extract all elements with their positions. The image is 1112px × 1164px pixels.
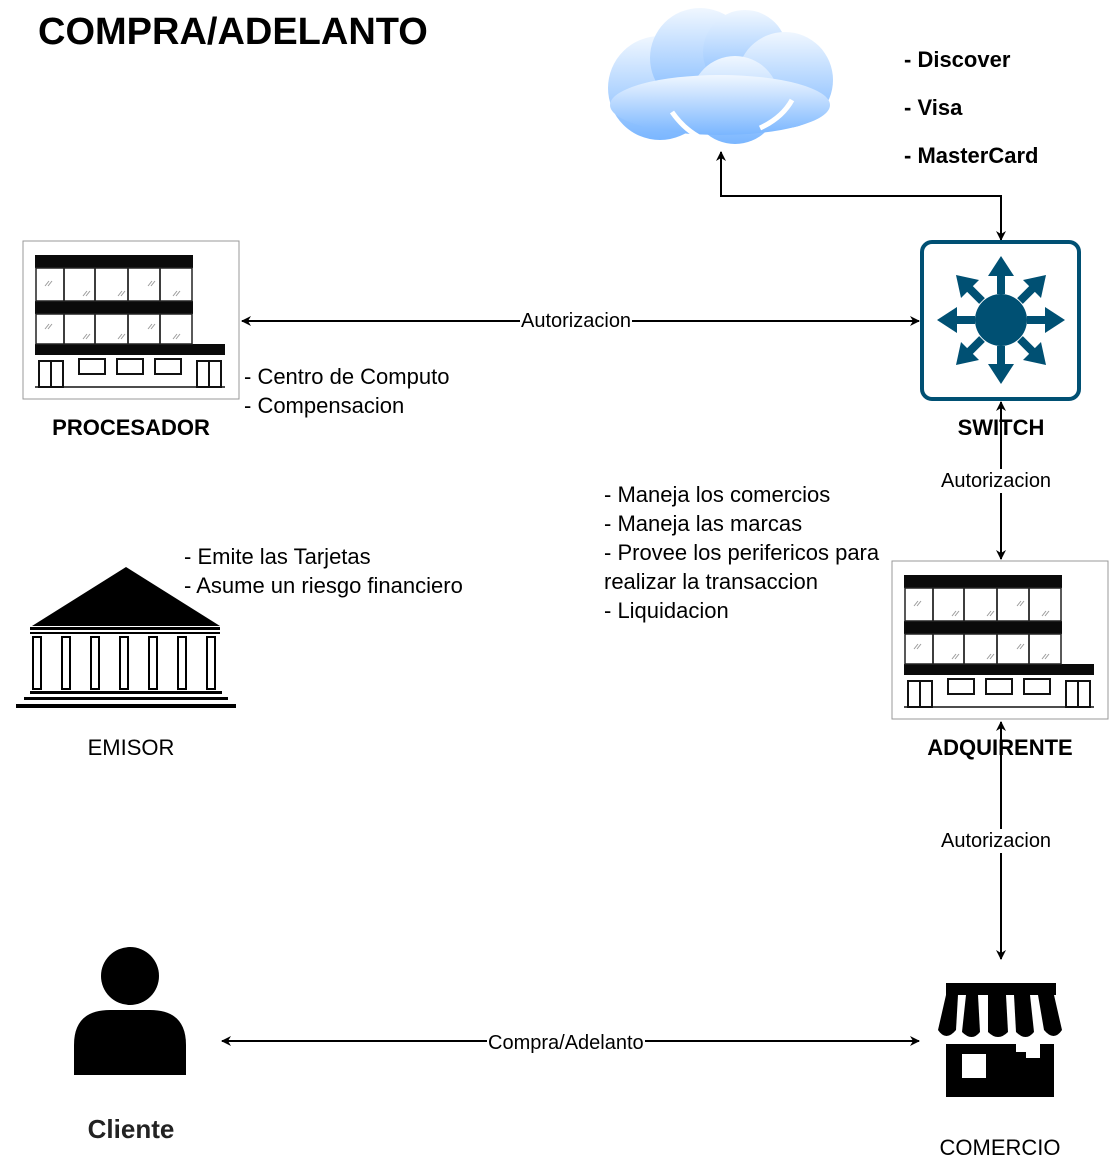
- edge-cloud-switch: [716, 151, 1006, 241]
- adquirente-building-icon: [891, 560, 1109, 720]
- card-brand-list: - Discover - Visa - MasterCard: [904, 36, 1038, 180]
- diagram-title: COMPRA/ADELANTO: [38, 11, 428, 53]
- bank-icon: [16, 567, 236, 708]
- edge-label-switch-adquirente: Autorizacion: [940, 469, 1053, 493]
- procesador-label: PROCESADOR: [52, 415, 210, 440]
- emisor-label: EMISOR: [87, 735, 175, 760]
- note-line: - Centro de Computo: [244, 364, 450, 389]
- adquirente-notes: - Maneja los comercios - Maneja las marc…: [604, 480, 879, 625]
- adquirente-label: ADQUIRENTE: [927, 735, 1073, 760]
- note-line: - Compensacion: [244, 393, 405, 418]
- comercio-label: COMERCIO: [939, 1135, 1061, 1160]
- store-icon: [938, 983, 1062, 1097]
- brand-item: - Discover: [904, 47, 1011, 72]
- note-line: - Maneja los comercios: [604, 482, 831, 507]
- cloud-icon: [608, 8, 833, 148]
- note-line: - Asume un riesgo financiero: [184, 573, 463, 598]
- edge-label-adquirente-comercio: Autorizacion: [940, 829, 1053, 853]
- brand-item: - MasterCard: [904, 143, 1039, 168]
- edge-label-procesador-switch: Autorizacion: [520, 309, 633, 333]
- procesador-building-icon: [22, 240, 240, 400]
- network-switch-icon: [920, 240, 1081, 401]
- switch-label: SWITCH: [957, 415, 1045, 440]
- edge-label-cliente-comercio: Compra/Adelanto: [487, 1031, 645, 1055]
- person-icon: [74, 947, 186, 1075]
- brand-item: - Visa: [904, 95, 963, 120]
- note-line: - Liquidacion: [604, 598, 729, 623]
- note-line: - Maneja las marcas: [604, 511, 803, 536]
- note-line: realizar la transaccion: [604, 569, 818, 594]
- procesador-notes: - Centro de Computo - Compensacion: [244, 362, 449, 420]
- emisor-notes: - Emite las Tarjetas - Asume un riesgo f…: [184, 542, 463, 600]
- note-line: - Emite las Tarjetas: [184, 544, 371, 569]
- note-line: - Provee los perifericos para: [604, 540, 880, 565]
- cliente-label: Cliente: [87, 1114, 175, 1144]
